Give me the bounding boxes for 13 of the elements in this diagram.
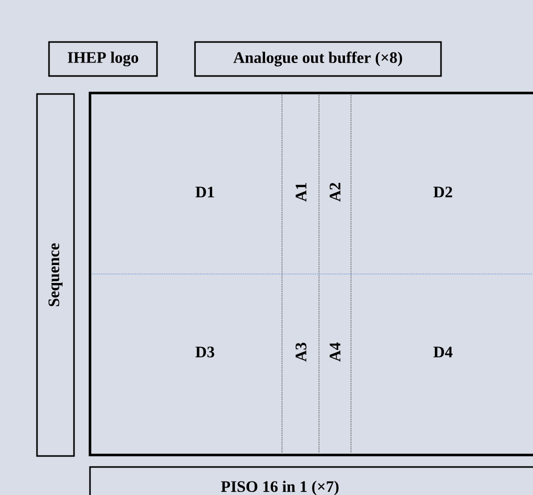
column-label: A4 — [330, 342, 340, 362]
region-label: D4 — [434, 346, 452, 358]
column-label: A3 — [296, 342, 306, 362]
region-label: D1 — [196, 186, 214, 198]
column-label: A2 — [330, 182, 340, 202]
region-label: D3 — [196, 346, 214, 358]
buffer-box: Analogue out buffer (×8) — [194, 41, 442, 77]
pixel-array-box — [88, 92, 533, 456]
placeholder-box: IHEP logo — [48, 41, 158, 77]
sequence-box: Sequence — [36, 93, 75, 457]
piso-box: PISO 16 in 1 (×7) — [89, 466, 533, 495]
column-label: A1 — [296, 183, 306, 202]
region-label: D2 — [434, 186, 452, 198]
